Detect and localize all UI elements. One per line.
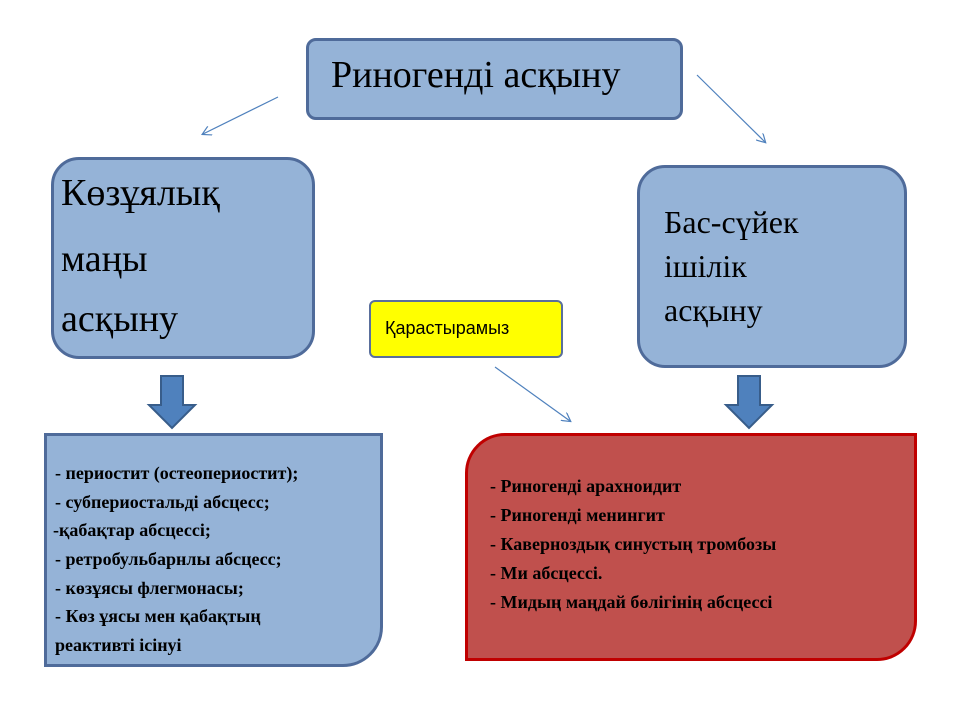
orbital-list-box: - периостит (остеопериостит); - субперио… — [44, 433, 383, 667]
consider-note-label: Қарастырамыз — [385, 318, 510, 338]
list-item: - Риногенді менингит — [490, 505, 665, 525]
orbital-complication-box: Көзұялық маңы асқыну — [51, 157, 315, 359]
intracranial-complication-box: Бас-сүйек ішілік асқыну — [637, 165, 907, 368]
intracranial-list-box: - Риногенді арахноидит - Риногенді менин… — [465, 433, 917, 661]
list-item: - субпериостальді абсцесс; — [55, 492, 270, 512]
list-item: реактивті ісінуі — [55, 635, 182, 655]
orbital-line-1: Көзұялық — [61, 172, 220, 214]
intracranial-line-1: Бас-сүйек — [664, 204, 799, 240]
orbital-line-3: асқыну — [61, 298, 179, 340]
list-item: - Каверноздық синустың тромбозы — [490, 534, 777, 554]
connector-top-left — [203, 96, 279, 134]
main-topic-title: Риногенді асқыну — [331, 54, 621, 96]
connector-top-right — [696, 74, 765, 142]
list-item: - периостит (остеопериостит); — [55, 463, 299, 483]
main-topic-box: Риногенді асқыну — [306, 38, 683, 120]
list-item: - ретробульбарнлы абсцесс; — [55, 549, 282, 569]
down-arrow-right — [723, 375, 775, 430]
intracranial-line-3: асқыну — [664, 292, 763, 328]
list-item: - Көз ұясы мен қабақтың — [55, 606, 261, 626]
intracranial-line-2: ішілік — [664, 248, 747, 284]
orbital-line-2: маңы — [61, 238, 148, 280]
list-item: - көзұясы флегмонасы; — [55, 578, 244, 598]
list-item: - Ми абсцессі. — [490, 563, 603, 583]
list-item: - Риногенді арахноидит — [490, 476, 682, 496]
consider-note: Қарастырамыз — [369, 300, 563, 358]
connector-note — [494, 366, 570, 421]
down-arrow-left — [146, 375, 198, 430]
list-item: - Мидың маңдай бөлігінің абсцессі — [490, 592, 773, 612]
list-item: -қабақтар абсцессі; — [53, 520, 211, 540]
